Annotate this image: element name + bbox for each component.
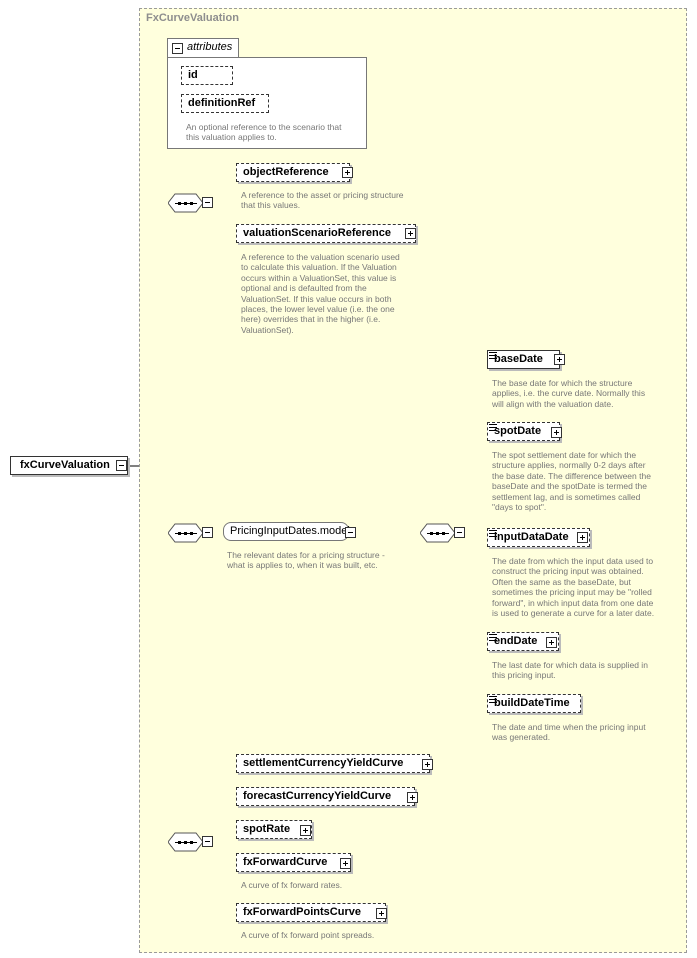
attribute-label: id [188, 69, 198, 81]
element-label: baseDate [494, 353, 543, 365]
element-doc: The date from which the input data used … [492, 556, 655, 619]
simple-type-icon [489, 424, 497, 431]
attributes-header: attributes [187, 41, 233, 53]
attribute-label: definitionRef [188, 97, 256, 109]
element-fxforwardpointscurve[interactable]: fxForwardPointsCurve [236, 903, 386, 922]
collapse-icon[interactable] [116, 460, 127, 471]
element-label: endDate [494, 635, 538, 647]
element-enddate[interactable]: endDate [487, 632, 559, 651]
element-doc: A curve of fx forward point spreads. [241, 930, 375, 940]
expand-icon[interactable] [422, 759, 433, 770]
root-element-label: fxCurveValuation [20, 459, 110, 471]
element-label: valuationScenarioReference [243, 227, 391, 239]
expand-icon[interactable] [551, 427, 562, 438]
element-label: spotDate [494, 425, 542, 437]
collapse-icon[interactable] [172, 43, 183, 54]
simple-type-icon [489, 352, 497, 359]
element-label: fxForwardPointsCurve [243, 906, 361, 918]
collapse-icon[interactable] [202, 527, 213, 538]
element-label: forecastCurrencyYieldCurve [243, 790, 392, 802]
attribute-id[interactable]: id [181, 66, 233, 85]
element-doc: The date and time when the pricing input… [492, 722, 646, 743]
sequence-compositor[interactable] [420, 523, 456, 543]
element-settlementcurrencyyieldcurve[interactable]: settlementCurrencyYieldCurve [236, 754, 430, 773]
expand-icon[interactable] [376, 908, 387, 919]
expand-icon[interactable] [342, 167, 353, 178]
simple-type-icon [489, 696, 497, 703]
element-label: buildDateTime [494, 697, 570, 709]
attributes-tab [167, 38, 239, 57]
element-basedate[interactable]: baseDate [487, 350, 560, 369]
expand-icon[interactable] [554, 354, 565, 365]
element-builddatetime[interactable]: buildDateTime [487, 694, 581, 713]
element-spotrate[interactable]: spotRate [236, 820, 312, 839]
attributes-doc: An optional reference to the scenario th… [186, 122, 342, 143]
element-fxforwardcurve[interactable]: fxForwardCurve [236, 853, 351, 872]
collapse-icon[interactable] [454, 527, 465, 538]
element-label: spotRate [243, 823, 291, 835]
sequence-compositor[interactable] [168, 523, 204, 543]
element-label: settlementCurrencyYieldCurve [243, 757, 404, 769]
element-doc: A curve of fx forward rates. [241, 880, 343, 890]
simple-type-icon [489, 634, 497, 641]
collapse-icon[interactable] [345, 527, 356, 538]
element-valuationscenarioreference[interactable]: valuationScenarioReference [236, 224, 416, 243]
element-doc: The spot settlement date for which the s… [492, 450, 651, 513]
sequence-icon [168, 523, 204, 543]
element-doc: The last date for which data is supplied… [492, 660, 648, 681]
element-label: inputDataDate [494, 531, 569, 543]
collapse-icon[interactable] [202, 197, 213, 208]
group-pricinginputdates-model[interactable]: PricingInputDates.model [223, 522, 350, 541]
sequence-compositor[interactable] [168, 832, 204, 852]
expand-icon[interactable] [577, 532, 588, 543]
element-doc: A reference to the valuation scenario us… [241, 252, 400, 335]
group-doc: The relevant dates for a pricing structu… [227, 550, 385, 571]
expand-icon[interactable] [340, 858, 351, 869]
sequence-icon [168, 832, 204, 852]
element-label: objectReference [243, 166, 329, 178]
complex-type-title: FxCurveValuation [146, 12, 239, 24]
element-forecastcurrencyyieldcurve[interactable]: forecastCurrencyYieldCurve [236, 787, 415, 806]
expand-icon[interactable] [300, 825, 311, 836]
element-objectreference[interactable]: objectReference [236, 163, 350, 182]
simple-type-icon [489, 530, 497, 537]
element-label: fxForwardCurve [243, 856, 328, 868]
group-label: PricingInputDates.model [230, 525, 350, 537]
element-doc: A reference to the asset or pricing stru… [241, 190, 404, 211]
expand-icon[interactable] [407, 792, 418, 803]
sequence-icon [168, 193, 204, 213]
element-spotdate[interactable]: spotDate [487, 422, 560, 441]
expand-icon[interactable] [405, 228, 416, 239]
attribute-definitionref[interactable]: definitionRef [181, 94, 269, 113]
element-inputdatadate[interactable]: inputDataDate [487, 528, 590, 547]
sequence-compositor[interactable] [168, 193, 204, 213]
element-doc: The base date for which the structure ap… [492, 378, 646, 409]
collapse-icon[interactable] [202, 836, 213, 847]
sequence-icon [420, 523, 456, 543]
expand-icon[interactable] [546, 637, 557, 648]
root-element[interactable]: fxCurveValuation [10, 456, 128, 475]
